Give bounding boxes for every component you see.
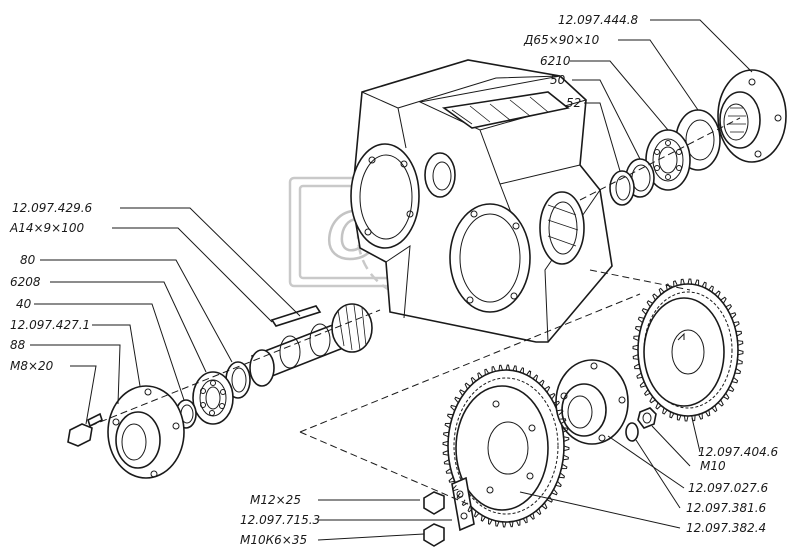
label-40: 40 bbox=[16, 297, 32, 311]
bolt-m8x20 bbox=[67, 412, 103, 447]
gear-404-6 bbox=[637, 283, 739, 417]
label-6208: 6208 bbox=[10, 275, 41, 289]
bearing-6210 bbox=[645, 129, 691, 191]
gear-382-4-teeth bbox=[442, 364, 570, 528]
label-a14: А14×9×100 bbox=[9, 221, 84, 235]
label-427-1: 12.097.427.1 bbox=[10, 318, 90, 332]
label-404-6: 12.097.404.6 bbox=[698, 445, 779, 459]
gear-382-4-teeth-path bbox=[442, 364, 570, 528]
bearing-6208 bbox=[192, 371, 234, 425]
washer-381-6 bbox=[625, 422, 639, 442]
gear-404-6-teeth bbox=[632, 278, 744, 422]
label-88: 88 bbox=[10, 338, 26, 352]
part-labels: 12.097.444.8 Д65×90×10 6210 50 52 12.097… bbox=[9, 13, 779, 547]
bearing-cap-444-8 bbox=[717, 69, 787, 163]
bolt-m10k6x35 bbox=[423, 523, 445, 547]
left-shaft-group bbox=[67, 303, 373, 479]
label-381-6: 12.097.381.6 bbox=[686, 501, 767, 515]
pinion-shaft-429-6 bbox=[249, 303, 373, 387]
right-bearing-group bbox=[609, 69, 787, 206]
label-80: 80 bbox=[20, 253, 36, 267]
label-6210: 6210 bbox=[540, 54, 571, 68]
label-444-8: 12.097.444.8 bbox=[558, 13, 639, 27]
key-a14 bbox=[270, 305, 322, 327]
label-d65: Д65×90×10 bbox=[523, 33, 600, 47]
label-715-3: 12.097.715.3 bbox=[240, 513, 320, 527]
bearing-cap-427-1 bbox=[107, 385, 185, 479]
hub-027-6 bbox=[555, 359, 629, 445]
gear-404-6-teeth-path bbox=[632, 278, 744, 422]
label-m8: М8×20 bbox=[10, 359, 54, 373]
label-m10k6: М10К6×35 bbox=[240, 533, 307, 547]
label-027-6: 12.097.027.6 bbox=[688, 481, 769, 495]
gearbox-housing bbox=[350, 59, 613, 343]
nut-m10 bbox=[637, 407, 657, 429]
label-50: 50 bbox=[550, 73, 566, 87]
label-429-6: 12.097.429.6 bbox=[12, 201, 93, 215]
bolt-m12x25 bbox=[423, 491, 445, 515]
label-382-4: 12.097.382.4 bbox=[686, 521, 766, 535]
leader-lines bbox=[30, 19, 753, 541]
assembly-axes bbox=[89, 117, 741, 506]
label-m10: М10 bbox=[700, 459, 726, 473]
circlip-52 bbox=[609, 170, 635, 206]
label-52: 52 bbox=[566, 96, 581, 110]
label-m12: М12×25 bbox=[250, 493, 301, 507]
